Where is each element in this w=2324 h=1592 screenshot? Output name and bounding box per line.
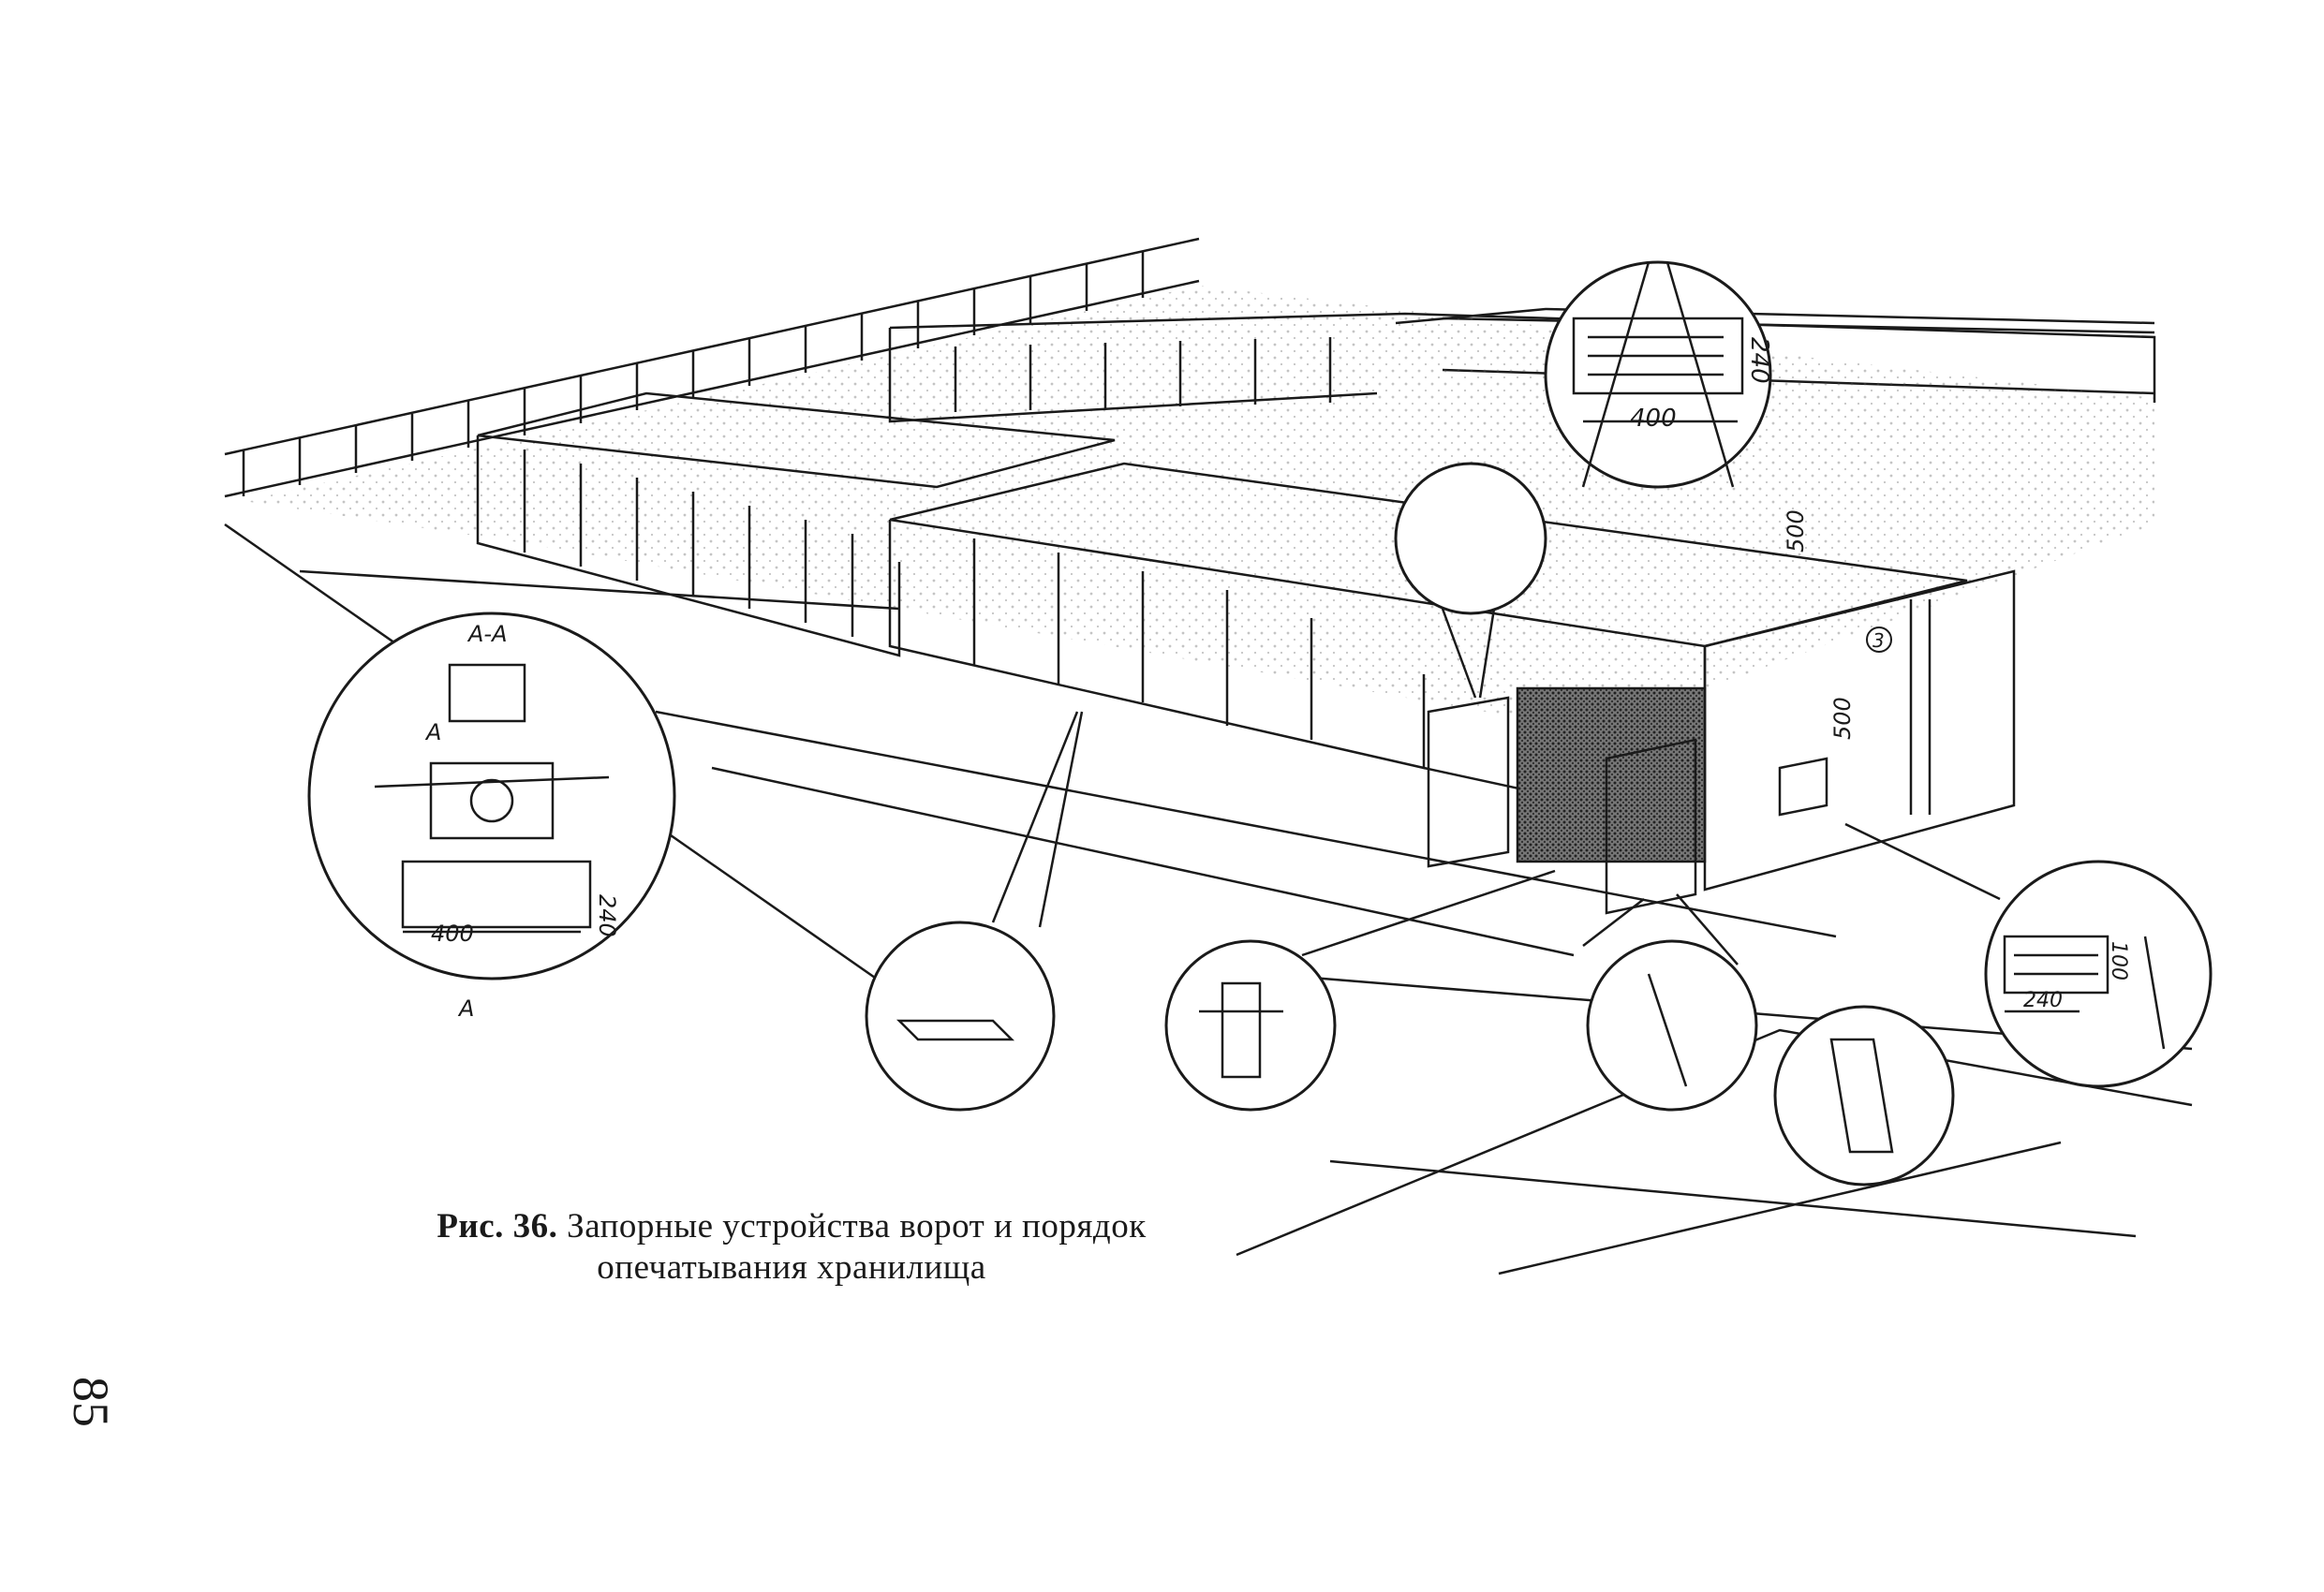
main-building [888, 462, 2016, 915]
detail-circle-hinge [1394, 462, 1547, 615]
seal-left-width: 400 [431, 921, 474, 947]
marker-circle-label: 3 [1873, 629, 1885, 652]
marker-circle [1866, 626, 1892, 653]
detail-circle-floor-latch [865, 921, 1056, 1112]
arrow-label-bottom: А [457, 995, 474, 1022]
figure-number: Рис. 36. [437, 1207, 558, 1246]
detail-circle-bolt [1164, 939, 1337, 1112]
dimension-lower: 500 [1829, 697, 1856, 740]
seal-right-width: 240 [2023, 989, 2063, 1012]
caption-line2: опечатывания хранилища [597, 1248, 986, 1287]
page-number: 85 [63, 1377, 119, 1427]
figure-caption: Рис. 36. Запорные устройства ворот и пор… [370, 1206, 1213, 1289]
section-label: А-А [466, 621, 508, 647]
pavement [224, 523, 2193, 1275]
detail-circle-lock [1773, 1005, 1955, 1187]
dimension-upper: 500 [1783, 509, 1809, 553]
detail-circle-hasp [1586, 939, 1758, 1112]
seal-right-height: 100 [2107, 941, 2130, 980]
seal-left-height: 240 [594, 894, 620, 937]
seal-top-height: 240 [1745, 337, 1773, 384]
caption-line1: Запорные устройства ворот и порядок [567, 1207, 1147, 1246]
rear-building [888, 307, 2156, 423]
seal-top-width: 400 [1630, 405, 1677, 433]
arrow-label-top: А [424, 719, 441, 745]
detail-circle-section [307, 612, 676, 980]
